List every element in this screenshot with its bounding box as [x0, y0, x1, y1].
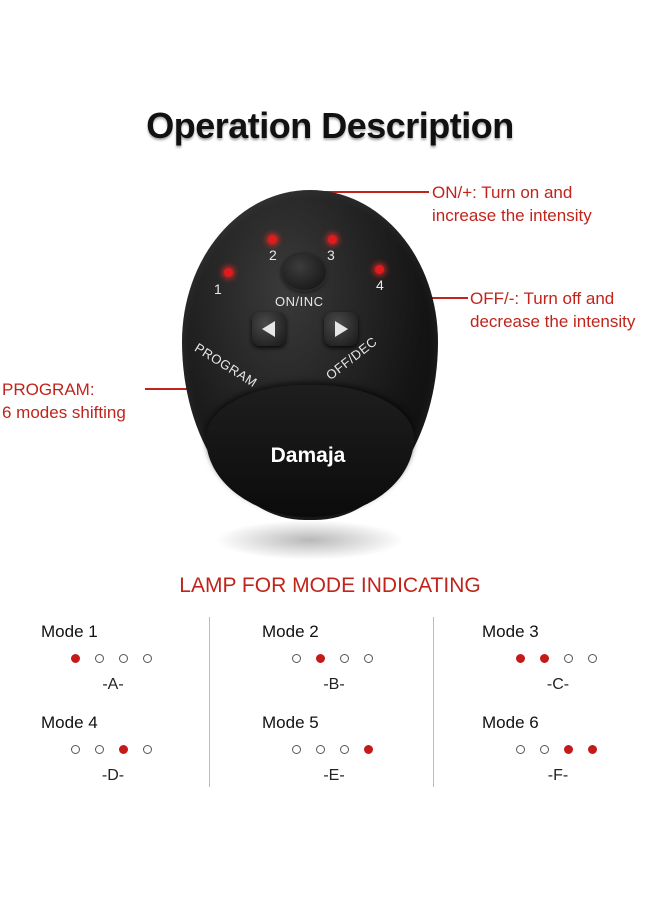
- led-number-1: 1: [214, 281, 222, 297]
- mode-code: -A-: [102, 676, 124, 693]
- program-callout-line-2: 6 modes shifting: [2, 403, 126, 422]
- lamp-row: [292, 741, 388, 755]
- mode-led-2: [268, 235, 277, 244]
- remote-controller-bottom: [206, 385, 414, 517]
- lamp-on-dot: [516, 654, 525, 664]
- mode-5-indicator: Mode 5 -E-: [262, 713, 462, 793]
- lamp-off-dot: [588, 654, 597, 664]
- mode-led-3: [328, 235, 337, 244]
- program-callout-line-1: PROGRAM:: [2, 380, 95, 399]
- lamp-off-dot: [143, 745, 152, 755]
- triangle-left-icon: [262, 321, 275, 337]
- lamp-on-dot: [119, 745, 128, 755]
- lamp-off-dot: [340, 745, 349, 755]
- mode-led-1: [224, 268, 233, 277]
- lamp-off-dot: [364, 654, 373, 664]
- mode-led-4: [375, 265, 384, 274]
- mode-code: -E-: [323, 767, 345, 784]
- mode-3-indicator: Mode 3 -C-: [482, 622, 660, 702]
- mode-code: -D-: [101, 767, 125, 784]
- off-dec-button[interactable]: [324, 312, 358, 346]
- lamp-on-dot: [316, 654, 325, 664]
- led-number-3: 3: [327, 247, 335, 263]
- lamp-off-dot: [119, 654, 128, 664]
- mode-1-indicator: Mode 1 -A-: [41, 622, 241, 702]
- lamp-on-dot: [364, 745, 373, 755]
- off-callout: OFF/-: Turn off and decrease the intensi…: [470, 287, 635, 333]
- mode-6-indicator: Mode 6 -F-: [482, 713, 660, 793]
- lamp-off-dot: [316, 745, 325, 755]
- lamp-off-dot: [71, 745, 80, 755]
- on-inc-label: ON/INC: [275, 294, 324, 309]
- led-number-2: 2: [269, 247, 277, 263]
- lamp-off-dot: [292, 745, 301, 755]
- device-shadow: [215, 520, 405, 560]
- mode-name: Mode 2: [262, 622, 319, 641]
- on-callout-line-2: increase the intensity: [432, 206, 592, 225]
- lamp-on-dot: [564, 745, 573, 755]
- lamp-row: [292, 650, 388, 664]
- lamp-on-dot: [540, 654, 549, 664]
- mode-code: -C-: [546, 676, 570, 693]
- program-callout: PROGRAM: 6 modes shifting: [2, 378, 126, 424]
- mode-2-indicator: Mode 2 -B-: [262, 622, 462, 702]
- program-button[interactable]: [252, 312, 286, 346]
- triangle-right-icon: [335, 321, 348, 337]
- on-callout: ON/+: Turn on and increase the intensity: [432, 181, 592, 227]
- lamp-section-title: LAMP FOR MODE INDICATING: [179, 574, 481, 597]
- lamp-row: [516, 741, 612, 755]
- lamp-off-dot: [95, 745, 104, 755]
- column-divider-1: [209, 617, 210, 787]
- lamp-on-dot: [588, 745, 597, 755]
- column-divider-2: [433, 617, 434, 787]
- mode-name: Mode 5: [262, 713, 319, 732]
- lamp-off-dot: [540, 745, 549, 755]
- brand-logo: Damaja: [270, 444, 346, 467]
- mode-code: -B-: [323, 676, 345, 693]
- lamp-off-dot: [143, 654, 152, 664]
- off-callout-line-1: OFF/-: Turn off and: [470, 289, 615, 308]
- mode-code: -F-: [547, 767, 569, 784]
- page-title: Operation Description: [146, 105, 514, 146]
- off-callout-line-2: decrease the intensity: [470, 312, 636, 331]
- on-callout-line-1: ON/+: Turn on and: [432, 183, 573, 202]
- mode-name: Mode 3: [482, 622, 539, 641]
- lamp-row: [71, 741, 167, 755]
- lamp-off-dot: [292, 654, 301, 664]
- lamp-off-dot: [564, 654, 573, 664]
- lamp-off-dot: [340, 654, 349, 664]
- lamp-off-dot: [516, 745, 525, 755]
- led-number-4: 4: [376, 277, 384, 293]
- lamp-on-dot: [71, 654, 80, 664]
- mode-name: Mode 1: [41, 622, 98, 641]
- mode-name: Mode 4: [41, 713, 98, 732]
- lamp-row: [71, 650, 167, 664]
- lamp-row: [516, 650, 612, 664]
- mode-4-indicator: Mode 4 -D-: [41, 713, 241, 793]
- lamp-off-dot: [95, 654, 104, 664]
- mode-name: Mode 6: [482, 713, 539, 732]
- on-leader-horizontal: [305, 191, 429, 193]
- on-inc-button[interactable]: [282, 254, 326, 290]
